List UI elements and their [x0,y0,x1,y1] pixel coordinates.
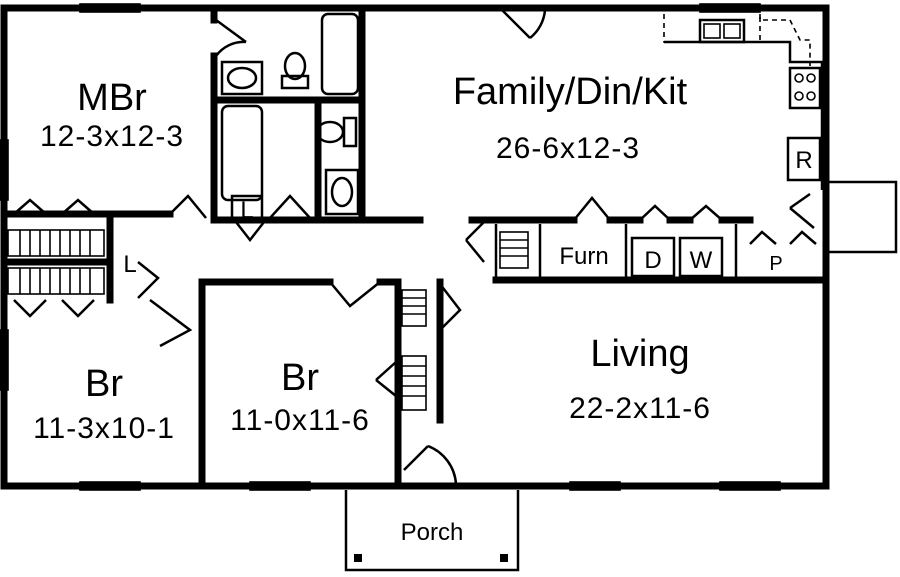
refrigerator-label: R [795,147,812,174]
living-name: Living [590,333,689,375]
living-size: 22-2x11-6 [569,392,711,425]
mbr-size: 12-3x12-3 [40,120,184,153]
kitchen [663,14,898,254]
laundry [630,236,724,278]
linen-bath-label: L [240,197,253,224]
br-mid-name: Br [281,357,319,399]
porch-structure [344,490,520,572]
br-left-size: 11-3x10-1 [33,412,175,445]
family-size: 26-6x12-3 [496,132,640,165]
closets [7,198,529,411]
furnace-label: Furn [559,243,608,270]
mbr-name: MBr [77,77,147,119]
washer-label: W [690,247,713,274]
family-name: Family/Din/Kit [453,71,688,113]
bath-fixtures [220,12,360,222]
pantry-label: P [769,253,782,275]
br-left-name: Br [85,363,123,405]
br-mid-size: 11-0x11-6 [230,404,370,437]
windows [0,3,781,491]
dryer-label: D [644,247,661,274]
doors [137,9,817,485]
porch-label: Porch [401,519,464,546]
linen-left-label: L [123,251,136,278]
